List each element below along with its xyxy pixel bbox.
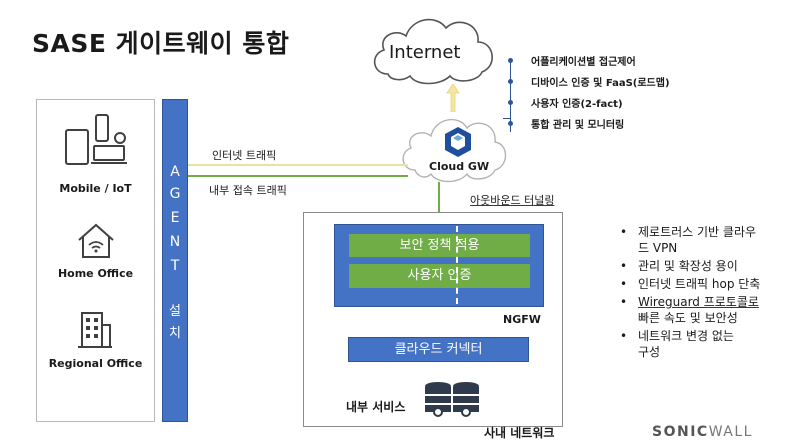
feature-item: 디바이스 인증 및 FaaS(로드맵) (531, 78, 670, 89)
benefit-line: 빠른 속도 및 보안성 (638, 311, 738, 325)
cloud-gw-cube-icon (445, 127, 471, 157)
page-title: SASE 게이트웨이 통합 (32, 29, 290, 58)
internal-traffic-label: 내부 접속 트래픽 (209, 184, 287, 197)
internal-services-label: 내부 서비스 (346, 400, 406, 414)
benefit-item: 관리 및 확장성 용이 (620, 258, 760, 274)
home-office-icon (78, 223, 114, 258)
benefit-line: 구성 (638, 345, 661, 359)
agent-letter: T (170, 258, 180, 274)
database-icon (425, 382, 479, 417)
internet-label: Internet (389, 42, 461, 63)
feature-dot (508, 58, 513, 63)
benefit-item: 인터넷 트래픽 hop 단축 (620, 276, 760, 292)
internet-traffic-label: 인터넷 트래픽 (212, 149, 277, 162)
internal-network-label: 사내 네트워크 (484, 426, 555, 440)
feature-dot (508, 100, 513, 105)
mobile-iot-icon (65, 114, 127, 165)
feature-connector-branch (503, 118, 511, 119)
feature-dot (508, 121, 513, 126)
internet-traffic-line (188, 164, 408, 166)
benefit-line: 드 VPN (638, 241, 678, 255)
benefit-line: Wireguard 프로토콜로 (638, 295, 759, 309)
agent-letter: E (170, 210, 180, 226)
agent-letter: A (170, 164, 180, 180)
security-policy-bar: 보안 정책 적용 (349, 234, 530, 257)
feature-dot (508, 79, 513, 84)
agent-letter: G (169, 186, 181, 202)
agent-bar: A G E N T 설 치 (162, 99, 188, 422)
device-label-home: Home Office (57, 267, 134, 280)
ngfw-label: NGFW (503, 313, 541, 326)
agent-letter: N (169, 234, 181, 250)
benefits-list: 제로트러스 기반 클라우 드 VPN 관리 및 확장성 용이 인터넷 트래픽 h… (620, 224, 760, 362)
tunnel-line (438, 182, 440, 228)
device-label-mobile: Mobile / IoT (59, 182, 132, 195)
feature-item: 어플리케이션별 접근제어 (531, 57, 636, 68)
up-arrow-icon (446, 84, 460, 112)
devices-panel (36, 99, 155, 422)
internet-cloud-icon (373, 18, 493, 85)
benefit-line: 관리 및 확장성 용이 (638, 259, 738, 273)
sonicwall-logo: SONICWALL (652, 424, 753, 440)
benefit-item: Wireguard 프로토콜로 빠른 속도 및 보안성 (620, 294, 760, 326)
benefit-line: 네트워크 변경 없는 (638, 329, 734, 343)
tunnel-dashed-line (456, 226, 458, 304)
agent-install-char: 설 (169, 304, 181, 319)
device-label-regional: Regional Office (48, 357, 143, 370)
feature-item: 사용자 인증(2-fact) (531, 99, 623, 110)
logo-wall: WALL (708, 424, 753, 440)
logo-sonic: SONIC (652, 424, 709, 440)
user-auth-bar: 사용자 인증 (349, 264, 530, 288)
cloud-connector-box: 클라우드 커넥터 (348, 337, 529, 362)
tunnel-label: 아웃바운드 터널링 (470, 194, 555, 207)
agent-install-char: 치 (169, 326, 181, 341)
feature-connector-line (510, 60, 511, 132)
benefit-line: 제로트러스 기반 클라우 (638, 225, 757, 239)
benefit-item: 네트워크 변경 없는 구성 (620, 328, 760, 360)
cloud-gw-label: Cloud GW (429, 160, 490, 173)
benefit-item: 제로트러스 기반 클라우 드 VPN (620, 224, 760, 256)
benefit-line: 인터넷 트래픽 hop 단축 (638, 277, 761, 291)
regional-office-icon (78, 312, 112, 348)
feature-item: 통합 관리 및 모니터링 (531, 120, 625, 131)
internal-traffic-line (188, 175, 408, 177)
